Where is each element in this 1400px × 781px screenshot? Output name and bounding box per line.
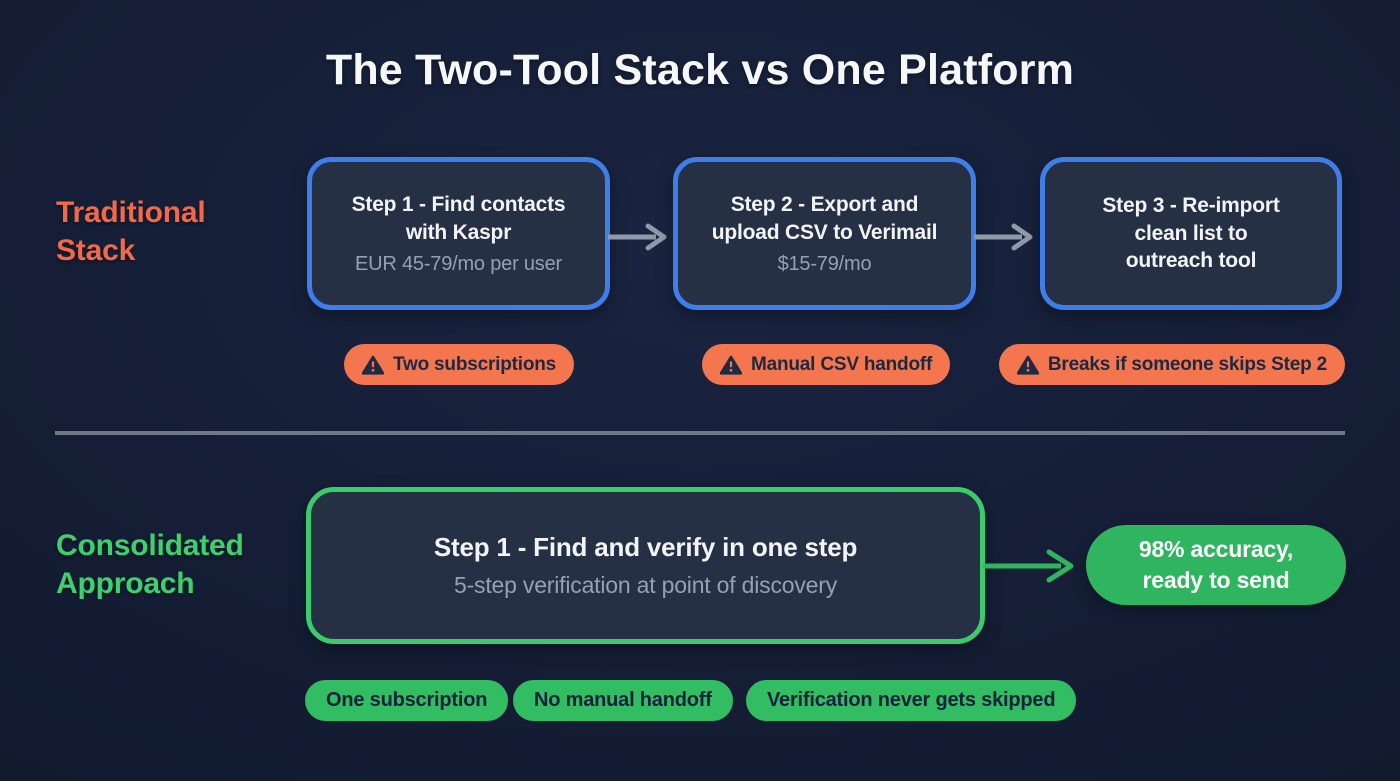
- warning-badge-label: Breaks if someone skips Step 2: [1047, 353, 1327, 375]
- warning-badge-label: Two subscriptions: [393, 353, 557, 375]
- warning-icon: [1016, 355, 1039, 375]
- step-price: $15-79/mo: [777, 253, 872, 276]
- warning-badge: Two subscriptions: [344, 344, 575, 385]
- step-title: Step 3 - Re-import clean list to outreac…: [1102, 193, 1280, 273]
- consolidated-step-title: Step 1 - Find and verify in one step: [433, 532, 858, 562]
- traditional-step-3-box: Step 3 - Re-import clean list to outreac…: [1040, 157, 1342, 310]
- traditional-step-2-box: Step 2 - Export and upload CSV to Verima…: [673, 157, 976, 310]
- benefit-pill-label: No manual handoff: [534, 689, 712, 711]
- traditional-step-1-box: Step 1 - Find contacts with Kaspr EUR 45…: [307, 157, 610, 310]
- page-title: The Two-Tool Stack vs One Platform: [325, 46, 1075, 94]
- warning-badge-label: Manual CSV handoff: [751, 353, 933, 375]
- warning-icon: [362, 355, 384, 375]
- step-title: Step 2 - Export and upload CSV to Verima…: [711, 192, 938, 244]
- arrow-right-icon: [974, 223, 1033, 251]
- consolidated-step-box: Step 1 - Find and verify in one step 5-s…: [306, 487, 985, 644]
- warning-icon: [720, 355, 742, 375]
- benefit-pill: Verification never gets skipped: [746, 680, 1077, 721]
- green-arrow-right-icon: [983, 549, 1074, 583]
- arrow-right-icon: [608, 223, 667, 251]
- step-title: Step 1 - Find contacts with Kaspr: [351, 192, 566, 244]
- section-divider: [55, 431, 1345, 435]
- result-pill: 98% accuracy, ready to send: [1086, 525, 1346, 605]
- traditional-stack-label: Traditional Stack: [56, 196, 206, 268]
- benefit-pill-label: Verification never gets skipped: [767, 689, 1056, 711]
- benefit-pill: No manual handoff: [513, 680, 733, 721]
- benefit-pill: One subscription: [305, 680, 509, 721]
- step-price: EUR 45-79/mo per user: [354, 253, 562, 276]
- warning-badge: Breaks if someone skips Step 2: [998, 344, 1345, 385]
- consolidated-step-subtitle: 5-step verification at point of discover…: [454, 572, 837, 598]
- benefit-pill-label: One subscription: [326, 689, 488, 711]
- warning-badge: Manual CSV handoff: [702, 344, 951, 385]
- consolidated-approach-label: Consolidated Approach: [56, 529, 244, 601]
